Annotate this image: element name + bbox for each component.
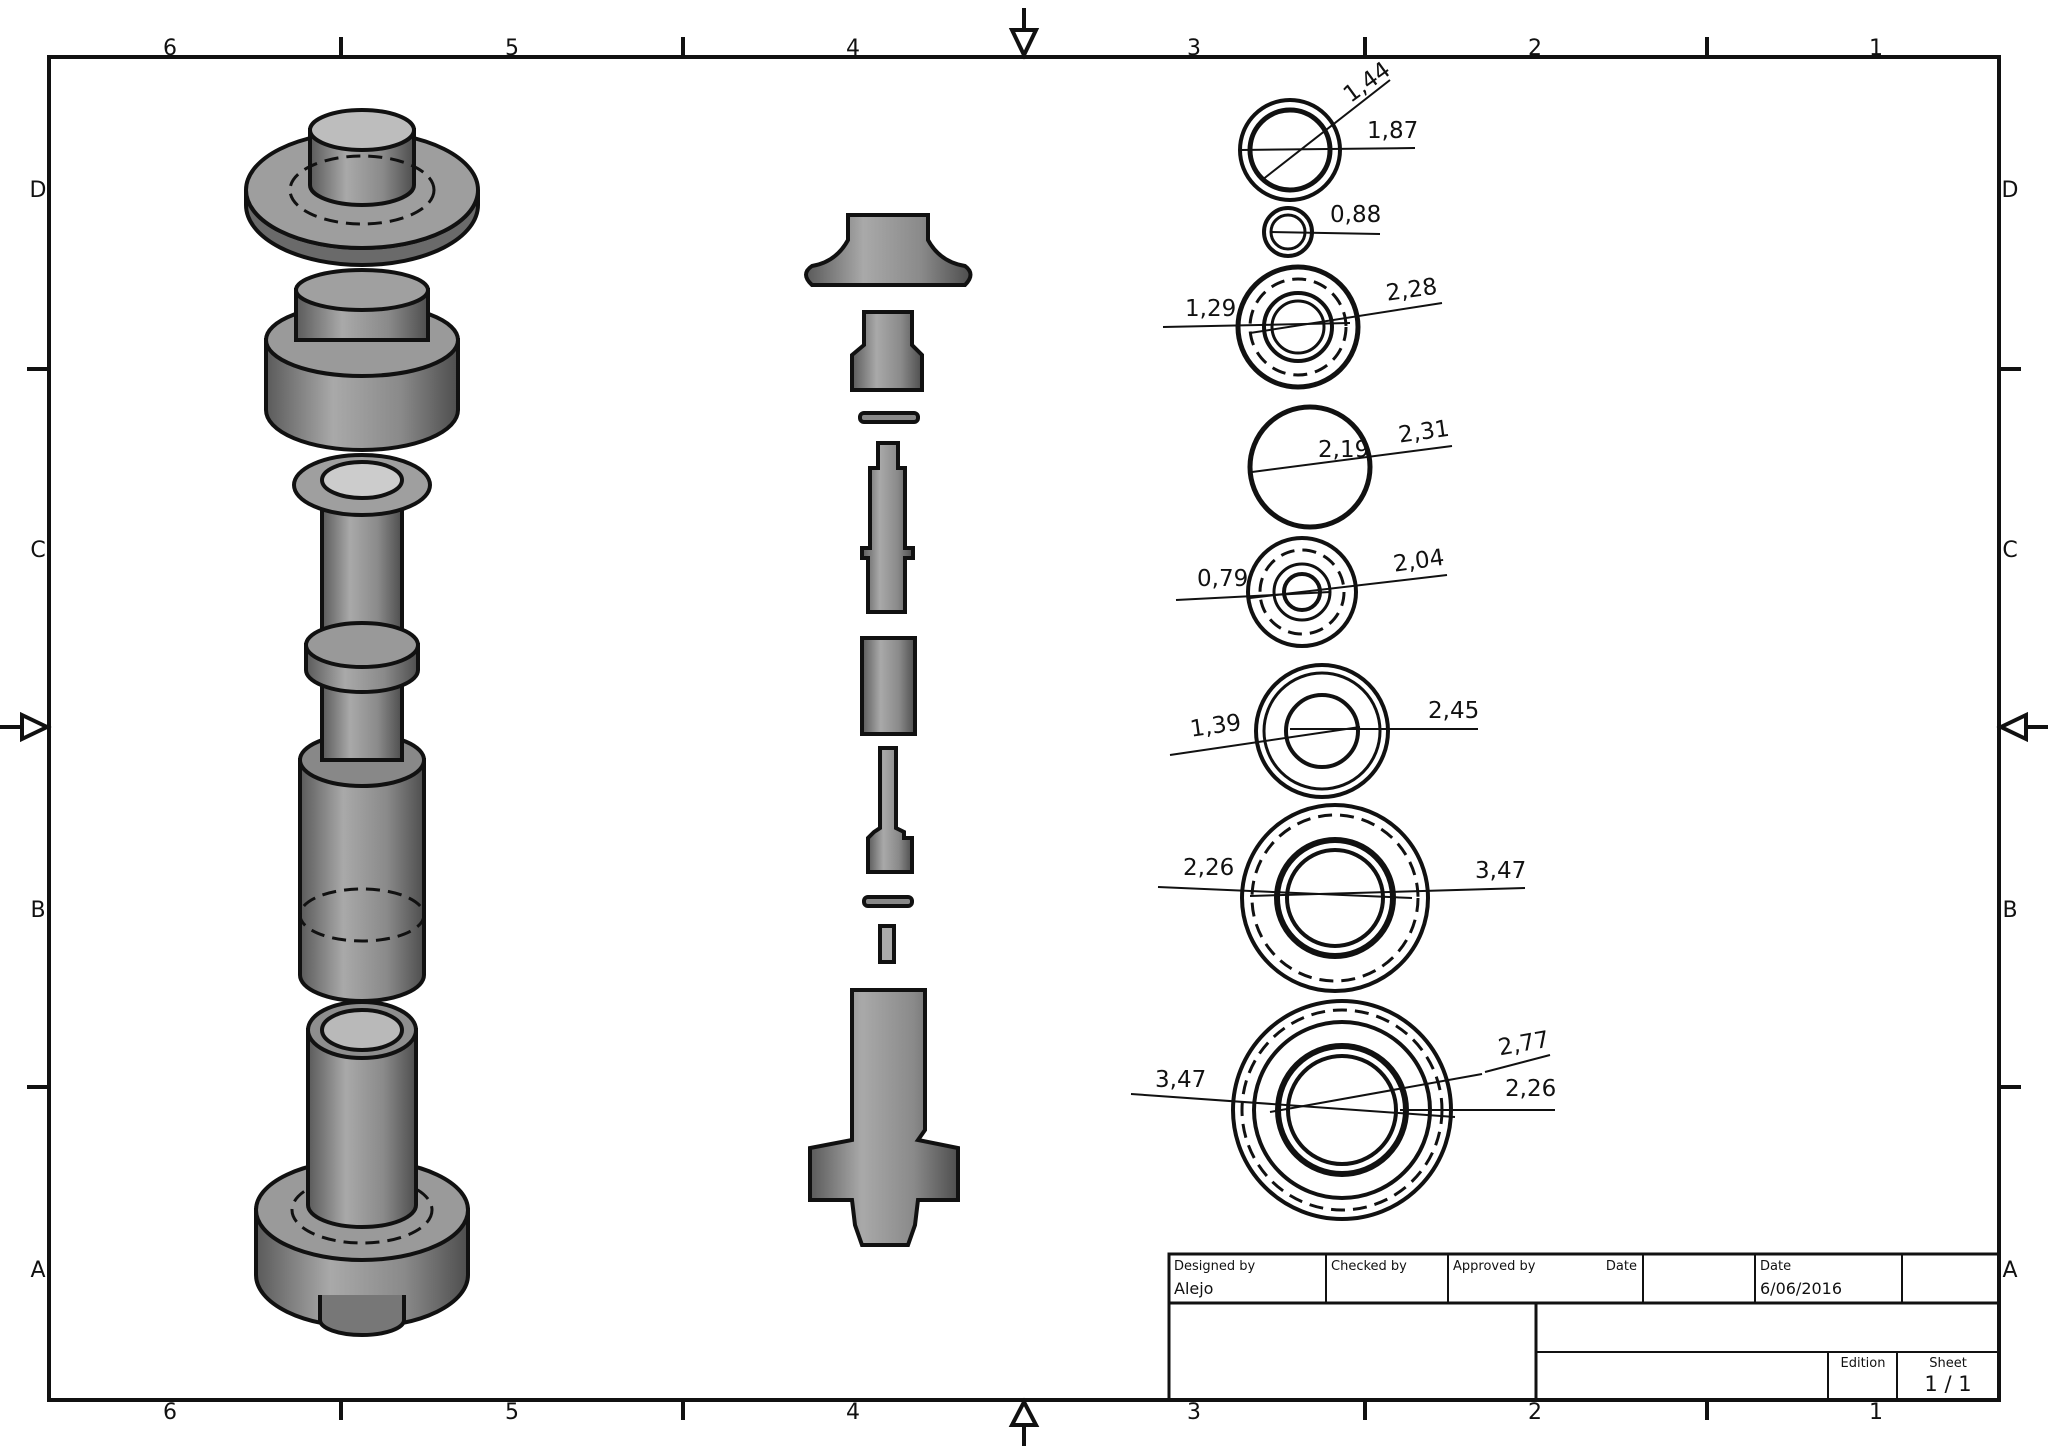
ring-part-4: [1247, 404, 1453, 530]
dimension-label: 2,26: [1183, 855, 1234, 881]
approved-by-label: Approved by: [1453, 1259, 1536, 1274]
zone-labels: 6 5 4 3 2 1 6 5 4 3 2 1 D C B A D C B A: [30, 36, 2019, 1425]
dimension-label: 3,47: [1155, 1067, 1206, 1093]
exploded-parts-view: [804, 213, 973, 1247]
zone-col-top: 6: [163, 36, 177, 61]
dimension-label: 0,79: [1197, 566, 1248, 592]
dimension-label: 1,87: [1367, 118, 1418, 144]
zone-col-bottom: 2: [1528, 1400, 1542, 1425]
date-label: Date: [1760, 1259, 1791, 1274]
zone-row-right: A: [2002, 1258, 2017, 1283]
designed-by-label: Designed by: [1174, 1259, 1256, 1274]
zone-col-bottom: 3: [1187, 1400, 1201, 1425]
ring-part-1: [1238, 79, 1416, 202]
zone-col-top: 3: [1187, 36, 1201, 61]
ring-part-7: [1157, 803, 1526, 993]
zone-col-top: 5: [505, 36, 519, 61]
ring-part-3: [1162, 264, 1443, 390]
approval-date-label: Date: [1606, 1259, 1637, 1274]
zone-row-right: D: [2002, 178, 2019, 203]
ring-part-8: [1130, 999, 1555, 1221]
ring-part-2: [1262, 206, 1381, 258]
dimension-label: 2,31: [1397, 416, 1451, 449]
title-block-text: Designed by Alejo Checked by Approved by…: [1174, 1259, 1972, 1396]
dimension-label: 1,44: [1339, 57, 1396, 108]
zone-row-right: B: [2002, 898, 2017, 923]
designed-by-value: Alejo: [1174, 1279, 1213, 1298]
centering-arrow-icons: [0, 8, 2048, 1446]
zone-col-top: 4: [846, 36, 860, 61]
dimension-label: 2,45: [1428, 698, 1479, 724]
zone-col-bottom: 1: [1869, 1400, 1883, 1425]
zone-ticks: [27, 37, 2021, 1420]
zone-col-bottom: 4: [846, 1400, 860, 1425]
zone-col-top: 2: [1528, 36, 1542, 61]
zone-col-top: 1: [1869, 36, 1883, 61]
zone-row-left: C: [30, 538, 45, 563]
edition-label: Edition: [1841, 1356, 1886, 1371]
zone-row-left: B: [30, 898, 45, 923]
zone-col-bottom: 6: [163, 1400, 177, 1425]
dimension-label: 3,47: [1475, 858, 1526, 884]
zone-col-bottom: 5: [505, 1400, 519, 1425]
sheet-label: Sheet: [1929, 1356, 1967, 1371]
dimension-label: 0,88: [1330, 202, 1381, 228]
title-block: [1167, 1252, 2001, 1402]
sheet-number: 1 / 1: [1924, 1372, 1971, 1396]
zone-row-right: C: [2002, 538, 2017, 563]
dimension-label: 2,19: [1318, 437, 1369, 463]
section-views: [1130, 79, 1555, 1221]
isometric-assembly-view: [244, 108, 480, 1337]
ring-part-5: [1175, 536, 1448, 648]
zone-row-left: D: [30, 178, 47, 203]
dimension-label: 2,26: [1505, 1076, 1556, 1102]
zone-row-left: A: [30, 1258, 45, 1283]
checked-by-label: Checked by: [1331, 1259, 1407, 1274]
dimension-label: 2,04: [1392, 545, 1446, 578]
dimension-label: 1,39: [1189, 710, 1243, 743]
dimension-label: 2,28: [1385, 274, 1439, 307]
dimension-label: 1,29: [1185, 296, 1236, 322]
date-value: 6/06/2016: [1760, 1279, 1842, 1298]
ring-part-6: [1169, 663, 1478, 799]
